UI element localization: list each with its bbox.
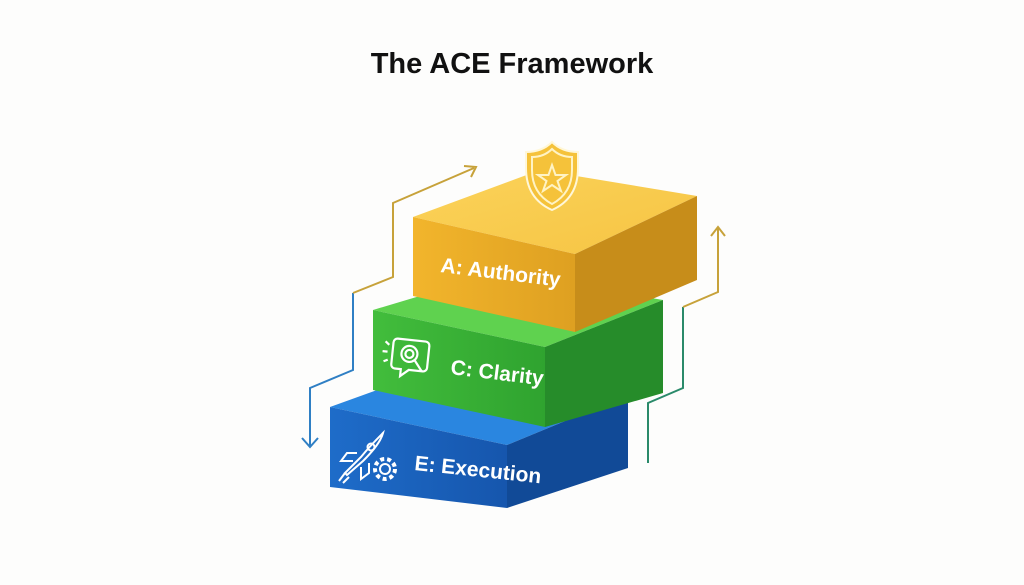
- search-chat-icon: [382, 337, 431, 379]
- left-cycle-arrow: [301, 165, 478, 449]
- page-title: The ACE Framework: [370, 48, 654, 80]
- shield-star-icon: [525, 140, 579, 212]
- layer-authority: [413, 170, 697, 332]
- rocket-gear-icon: [338, 429, 397, 484]
- right-cycle-arrow: [647, 225, 726, 463]
